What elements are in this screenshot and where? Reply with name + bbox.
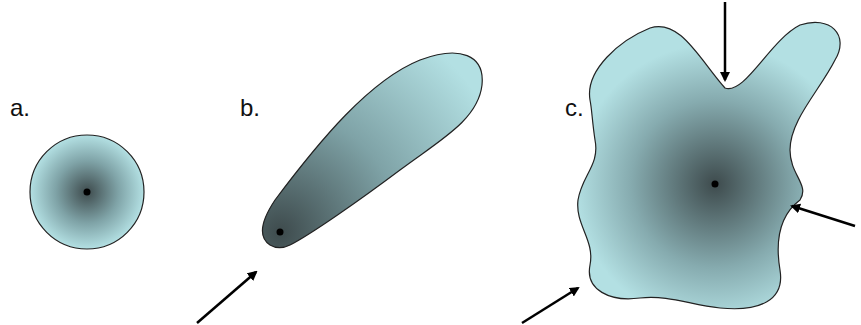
arrow	[197, 272, 256, 323]
irregular-shape	[578, 22, 840, 308]
circle-shape	[30, 135, 144, 249]
arrow	[522, 288, 578, 323]
panel-label: b.	[240, 96, 260, 120]
teardrop-shape	[262, 53, 482, 248]
panel-label: a.	[10, 96, 30, 120]
center-dot	[84, 189, 91, 196]
arrow	[792, 206, 855, 226]
arrow	[724, 2, 727, 80]
panel-label: c.	[565, 96, 584, 120]
center-dot	[277, 229, 284, 236]
center-dot	[712, 181, 719, 188]
